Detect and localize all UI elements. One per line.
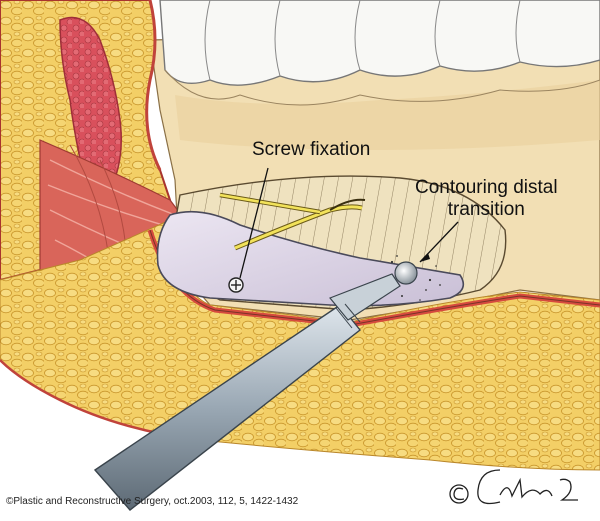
contouring-label: Contouring distal transition — [415, 177, 558, 221]
mental-nerve — [219, 192, 366, 251]
skin-edge-upper — [145, 0, 162, 171]
copyright-text: ©Plastic and Reconstructive Surgery, oct… — [6, 496, 299, 507]
burr-instrument — [93, 261, 418, 511]
contouring-label-line1: Contouring distal — [415, 177, 558, 198]
screw-fixation-label: Screw fixation — [252, 139, 371, 160]
contouring-label-line2: transition — [447, 199, 525, 220]
bone-shading — [175, 80, 600, 150]
teeth — [159, 0, 600, 106]
burr-tip-icon — [394, 261, 418, 285]
screw-icon — [228, 277, 244, 293]
artist-signature-icon — [449, 469, 578, 505]
screw-leader-line — [239, 167, 269, 279]
